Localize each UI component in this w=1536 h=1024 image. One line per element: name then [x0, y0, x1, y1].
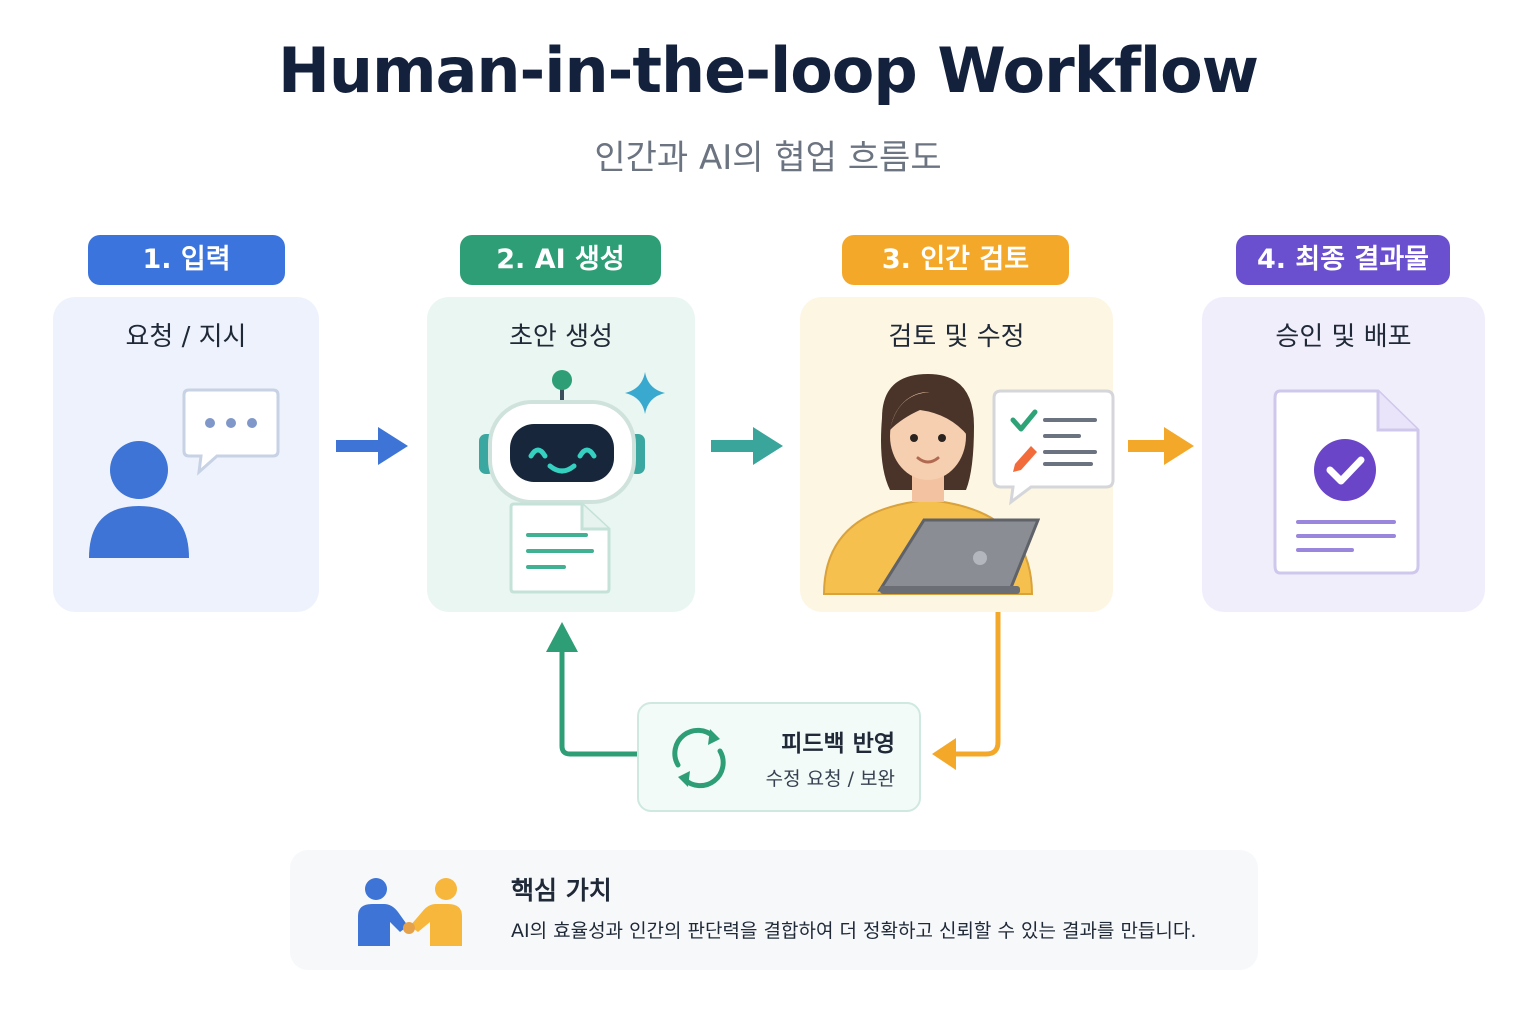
- page-subtitle: 인간과 AI의 협업 흐름도: [594, 138, 942, 178]
- feedback-box: [637, 702, 921, 812]
- feedback-return-arrow: [546, 622, 637, 757]
- approved-document-icon: [1273, 389, 1420, 575]
- feedback-title: 피드백 반영: [781, 731, 895, 757]
- step-badge-final-output: 4. 최종 결과물: [1236, 235, 1450, 285]
- speech-bubble-icon: [182, 388, 280, 476]
- arrow-right-icon: [336, 427, 408, 465]
- step-label-ai-generate: 초안 생성: [509, 322, 613, 352]
- step-badge-ai-generate: 2. AI 생성: [460, 235, 661, 285]
- sparkle-icon: [625, 372, 665, 414]
- feedback-subtitle: 수정 요청 / 보완: [765, 768, 895, 790]
- step-badge-human-review: 3. 인간 검토: [842, 235, 1069, 285]
- core-value-description: AI의 효율성과 인간의 판단력을 결합하여 더 정확하고 신뢰할 수 있는 결…: [511, 920, 1197, 942]
- step-label-input: 요청 / 지시: [125, 322, 247, 352]
- arrow-right-icon: [1128, 427, 1194, 465]
- step-label-final-output: 승인 및 배포: [1275, 322, 1412, 352]
- refresh-icon: [672, 727, 726, 789]
- person-at-laptop-icon: [822, 374, 1040, 595]
- step-label-human-review: 검토 및 수정: [888, 322, 1025, 352]
- checklist-bubble-icon: [992, 389, 1115, 506]
- user-icon: [89, 441, 189, 558]
- core-value-title: 핵심 가치: [511, 876, 612, 905]
- arrow-right-icon: [711, 427, 783, 465]
- step-badge-input: 1. 입력: [88, 235, 285, 285]
- handshake-icon: [358, 878, 462, 946]
- feedback-request-arrow: [932, 612, 1001, 770]
- page-title: Human-in-the-loop Workflow: [277, 34, 1259, 107]
- robot-icon: [479, 370, 645, 504]
- document-icon: [509, 502, 611, 594]
